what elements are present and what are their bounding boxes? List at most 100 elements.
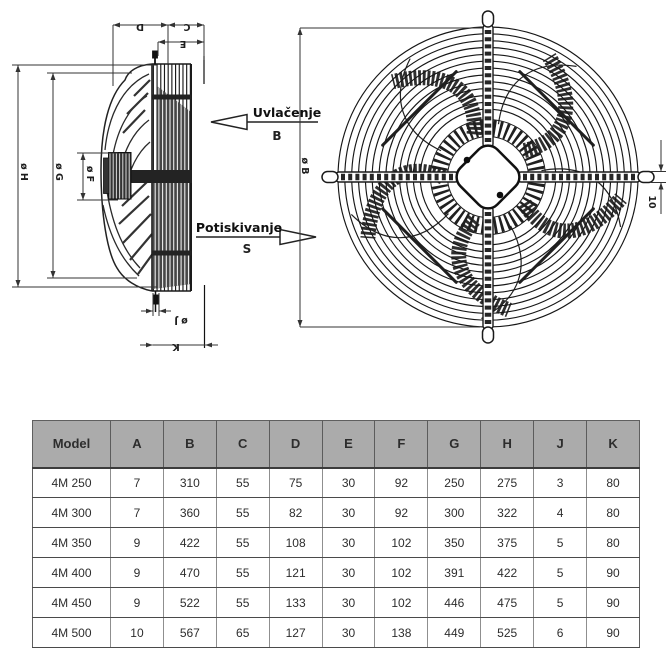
value-cell: 5 [533, 587, 587, 618]
value-cell: 30 [321, 557, 375, 588]
col-header-j: J [533, 420, 587, 469]
value-cell: 446 [427, 587, 481, 618]
value-cell: 92 [374, 467, 428, 498]
value-cell: 102 [374, 557, 428, 588]
front-view-drawing [321, 10, 655, 344]
value-cell: 422 [162, 527, 217, 558]
col-header-d: D [268, 420, 323, 469]
value-cell: 7 [110, 467, 164, 498]
value-cell: 55 [215, 527, 270, 558]
discharge-arrow: Potiskivanje S [196, 220, 317, 256]
value-cell: 322 [480, 497, 534, 528]
value-cell: 10 [110, 617, 164, 648]
value-cell: 30 [321, 587, 375, 618]
value-cell: 30 [321, 497, 375, 528]
side-view-drawing: D C E ø H ø G ø F ø J K [12, 21, 218, 352]
dim-label-dia-f: ø F [84, 166, 95, 182]
value-cell: 127 [268, 617, 323, 648]
model-cell: 4M 250 [32, 467, 111, 498]
value-cell: 30 [321, 467, 375, 498]
value-cell: 449 [427, 617, 481, 648]
value-cell: 55 [215, 587, 270, 618]
value-cell: 90 [586, 617, 640, 648]
model-cell: 4M 350 [32, 527, 111, 558]
intake-arrow: Uvlačenje B [210, 105, 322, 143]
dim-label-dia-g: ø G [53, 163, 64, 181]
model-cell: 4M 500 [32, 617, 111, 648]
col-header-f: F [374, 420, 428, 469]
value-cell: 121 [268, 557, 323, 588]
dim-label-dia-j: ø J [174, 315, 187, 326]
shaft-hub [128, 170, 192, 183]
hub-screw [463, 156, 471, 164]
model-cell: 4M 300 [32, 497, 111, 528]
dim-label-tab-width: 10 [646, 195, 657, 209]
value-cell: 567 [162, 617, 217, 648]
value-cell: 90 [586, 587, 640, 618]
dim-label-k: K [172, 341, 180, 352]
discharge-arrowhead [279, 228, 317, 246]
value-cell: 275 [480, 467, 534, 498]
value-cell: 9 [110, 587, 164, 618]
discharge-dim-label: S [243, 242, 252, 256]
value-cell: 133 [268, 587, 323, 618]
col-header-c: C [215, 420, 270, 469]
value-cell: 80 [586, 527, 640, 558]
model-cell: 4M 400 [32, 557, 111, 588]
dim-label-e: E [180, 38, 187, 49]
motor [103, 152, 132, 200]
value-cell: 138 [374, 617, 428, 648]
value-cell: 391 [427, 557, 481, 588]
col-header-e: E [321, 420, 375, 469]
value-cell: 7 [110, 497, 164, 528]
intake-label: Uvlačenje [253, 105, 322, 120]
value-cell: 422 [480, 557, 534, 588]
value-cell: 475 [480, 587, 534, 618]
value-cell: 30 [321, 527, 375, 558]
value-cell: 55 [215, 467, 270, 498]
value-cell: 360 [162, 497, 217, 528]
value-cell: 525 [480, 617, 534, 648]
discharge-label: Potiskivanje [196, 220, 282, 235]
col-header-h: H [480, 420, 534, 469]
value-cell: 300 [427, 497, 481, 528]
value-cell: 350 [427, 527, 481, 558]
value-cell: 4 [533, 497, 587, 528]
col-header-model: Model [32, 420, 111, 469]
value-cell: 522 [162, 587, 217, 618]
value-cell: 108 [268, 527, 323, 558]
col-header-k: K [586, 420, 640, 469]
impeller-outline [100, 63, 153, 292]
front-view-dimensions [297, 27, 666, 328]
col-header-b: B [162, 420, 217, 469]
value-cell: 250 [427, 467, 481, 498]
value-cell: 65 [215, 617, 270, 648]
intake-dim-label: B [272, 129, 281, 143]
blade-hatching [118, 79, 155, 275]
side-view-dimensions [12, 22, 218, 348]
value-cell: 55 [215, 557, 270, 588]
value-cell: 3 [533, 467, 587, 498]
value-cell: 102 [374, 587, 428, 618]
hub-screw [496, 191, 504, 199]
hub-plate [455, 144, 521, 210]
mounting-studs [152, 50, 206, 348]
value-cell: 9 [110, 527, 164, 558]
grille-braces [381, 70, 595, 284]
value-cell: 5 [533, 557, 587, 588]
value-cell: 55 [215, 497, 270, 528]
dim-label-c: C [183, 21, 190, 32]
value-cell: 80 [586, 497, 640, 528]
model-cell: 4M 450 [32, 587, 111, 618]
value-cell: 5 [533, 527, 587, 558]
intake-arrowhead [210, 113, 248, 131]
